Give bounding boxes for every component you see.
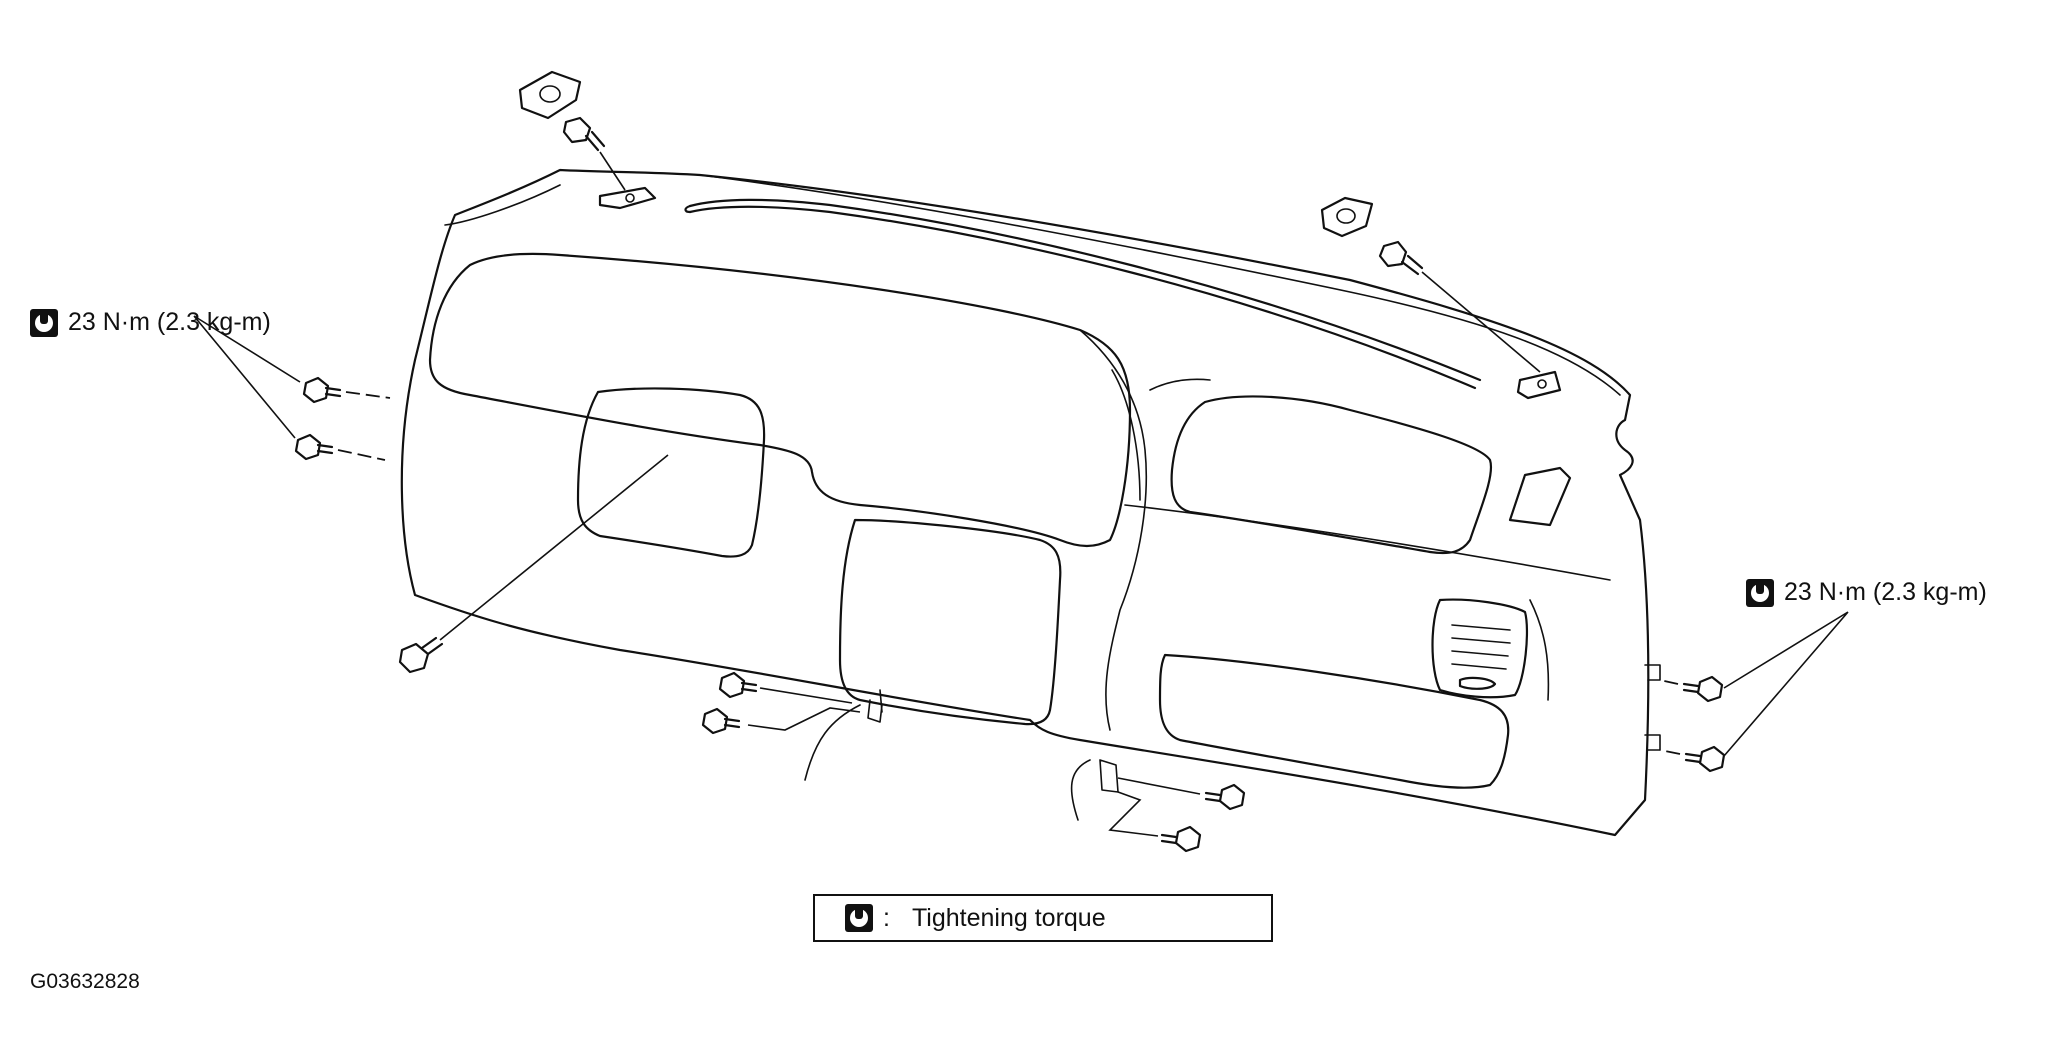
torque-value-right: 23 N·m (2.3 kg-m) [1784,578,1987,606]
torque-value-left: 23 N·m (2.3 kg-m) [68,308,271,336]
torque-label-left: 23 N·m (2.3 kg-m) [30,308,271,337]
bolt-icon [562,116,606,152]
clip-icon [518,70,582,120]
bolt-icon [701,707,741,735]
legend-separator: : [883,903,890,932]
torque-label-right: 23 N·m (2.3 kg-m) [1746,578,1987,607]
torque-wrench-icon [845,904,873,932]
bolt-icon [718,671,758,699]
bolt-icon [302,376,342,404]
legend-box: : Tightening torque [813,894,1273,942]
bolt-icon [1378,240,1424,276]
torque-wrench-icon [1746,578,1774,607]
torque-wrench-icon [30,308,58,337]
bolt-icon [1160,825,1202,853]
clip-icon [1320,196,1374,238]
instrument-panel [400,168,1661,837]
bolt-icon [1682,675,1724,703]
bolt-icon [294,433,334,461]
bolt-icon [1684,745,1726,773]
bolt-icon [398,636,444,674]
bolt-icon [1204,783,1246,811]
legend-text: Tightening torque [911,903,1106,932]
figure-code: G03632828 [30,970,140,993]
